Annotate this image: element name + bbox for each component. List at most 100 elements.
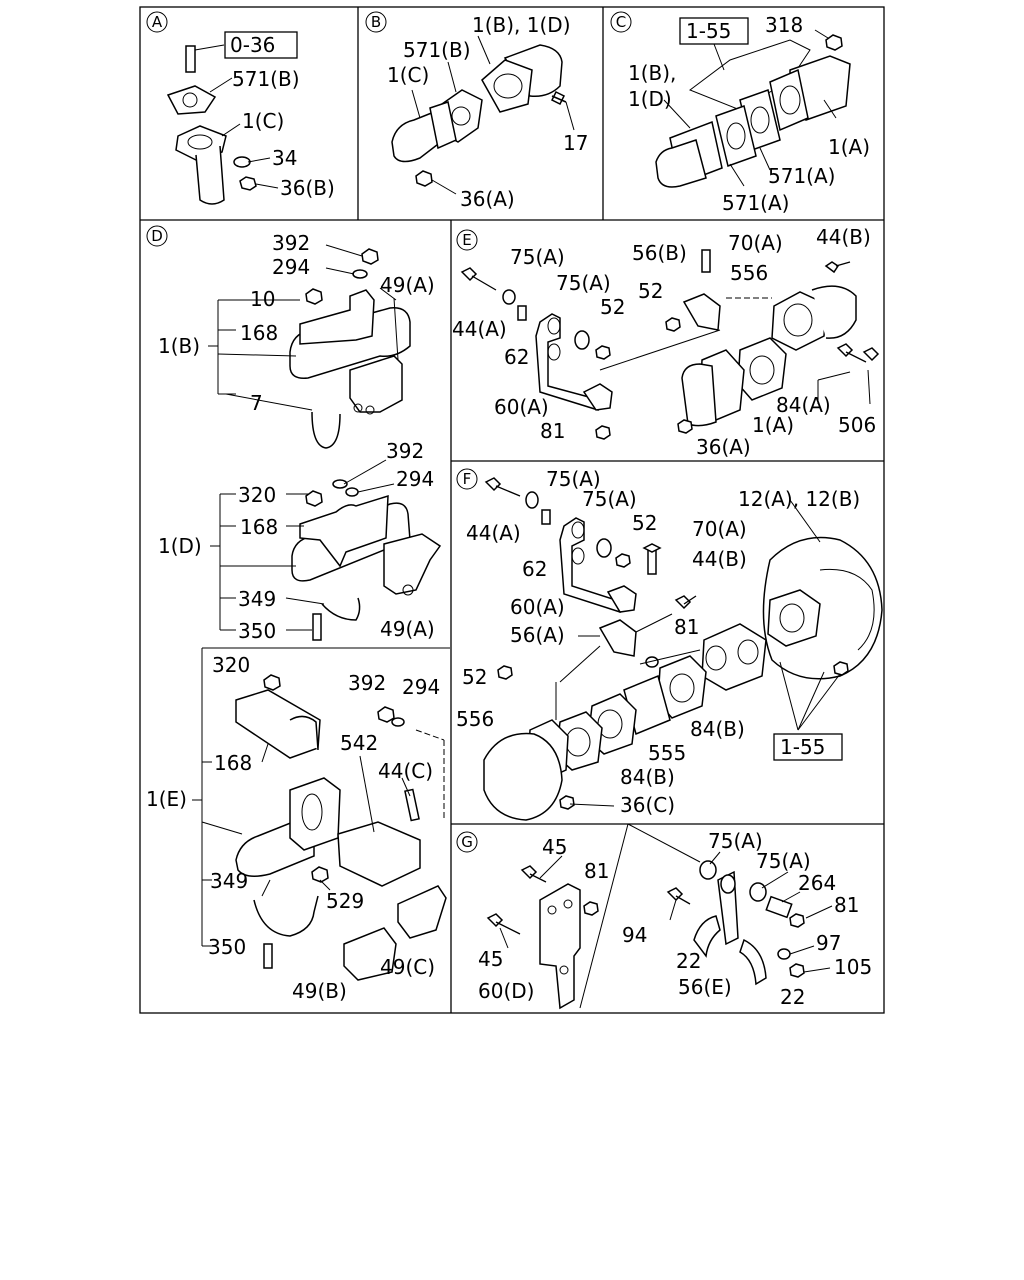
- diagram-line: [569, 803, 615, 807]
- label-571a-1: 571(A): [768, 164, 835, 188]
- diagram-line: [182, 92, 198, 108]
- diagram-line: [729, 163, 745, 187]
- diagram-line: [221, 123, 241, 137]
- diagram-line: [635, 613, 673, 633]
- diagram-line: [824, 261, 840, 274]
- label-44c: 44(C): [378, 759, 433, 783]
- diagram-line: [789, 963, 805, 978]
- section-d: D 392 294 10 49(A) 168 1(B) 7: [146, 225, 450, 1003]
- diagram-line: [595, 425, 611, 440]
- diagram-line: [357, 483, 395, 493]
- label-52-f1: 52: [632, 511, 657, 535]
- diagram-line: [547, 343, 561, 361]
- label-168-1: 168: [240, 321, 278, 345]
- label-1d-c: 1(D): [628, 87, 672, 111]
- label-62-f: 62: [522, 557, 547, 581]
- diagram-line: [456, 468, 478, 490]
- label-94: 94: [622, 923, 647, 947]
- label-22-2: 22: [780, 985, 805, 1009]
- label-34: 34: [272, 146, 297, 170]
- diagram-line: [737, 639, 759, 665]
- flange-556-e: [771, 291, 827, 351]
- ref-1-55-f: 1-55: [780, 735, 825, 759]
- diagram-line: [645, 656, 659, 668]
- diagram-line: [194, 44, 225, 51]
- diagram-line: [539, 855, 563, 879]
- diagram-line: [415, 170, 433, 187]
- label-320-2: 320: [212, 653, 250, 677]
- diagram-line: [781, 891, 801, 903]
- diagram-line: [749, 355, 775, 385]
- label-556-e: 556: [730, 261, 768, 285]
- bracket-60d: [539, 883, 581, 1010]
- frame: [139, 6, 885, 1014]
- label-52-f2: 52: [462, 665, 487, 689]
- diagram-line: [750, 106, 770, 134]
- diagram-line: [261, 879, 271, 897]
- diagram-line: [217, 353, 297, 357]
- diagram-line: [825, 34, 843, 51]
- label-75a-g1: 75(A): [708, 829, 763, 853]
- diagram-line: [325, 267, 355, 275]
- diagram-line: [779, 85, 801, 115]
- diagram-line: [429, 101, 457, 150]
- diagram-line: [477, 35, 491, 65]
- diagram-line: [777, 948, 791, 960]
- label-168-3: 168: [214, 751, 252, 775]
- diagram-line: [187, 134, 213, 150]
- clamp-349-low: [253, 895, 319, 937]
- label-60d: 60(D): [478, 979, 534, 1003]
- label-49a-1: 49(A): [380, 273, 435, 297]
- diagram-line: [499, 927, 509, 949]
- diagram-line: [769, 68, 809, 132]
- diagram-line: [599, 329, 721, 371]
- label-36c: 36(C): [620, 793, 675, 817]
- diagram-line: [456, 831, 478, 853]
- label-1b-1d: 1(B), 1(D): [472, 13, 571, 37]
- diagram-line: [709, 851, 721, 865]
- label-49c: 49(C): [380, 955, 435, 979]
- section-g-letter: G: [461, 833, 473, 851]
- diagram-line: [361, 248, 379, 265]
- label-294-2: 294: [396, 467, 434, 491]
- label-84b-1: 84(B): [690, 717, 745, 741]
- diagram-line: [146, 225, 168, 247]
- label-168-2: 168: [240, 515, 278, 539]
- label-7: 7: [250, 391, 263, 415]
- diagram-line: [701, 623, 767, 691]
- diagram-line: [595, 345, 611, 360]
- label-81-f: 81: [674, 615, 699, 639]
- diagram-line: [225, 393, 313, 411]
- bracket-60a-e: [535, 313, 601, 411]
- diagram-line: [669, 673, 695, 703]
- diagram-line: [365, 11, 387, 33]
- diagram-line: [255, 183, 279, 189]
- section-a-letter: A: [152, 13, 163, 31]
- diagram-line: [209, 77, 233, 93]
- diagram-line: [713, 43, 725, 71]
- diagram-line: [862, 347, 880, 362]
- diagram-line: [574, 330, 590, 350]
- diagram-line: [610, 11, 632, 33]
- diagram-line: [365, 405, 375, 415]
- diagram-line: [699, 860, 717, 880]
- diagram-line: [460, 267, 478, 282]
- label-555: 555: [648, 741, 686, 765]
- diagram-line: [571, 521, 585, 539]
- label-264: 264: [798, 871, 836, 895]
- diagram-line: [139, 6, 885, 1014]
- diagram-line: [615, 553, 631, 568]
- diagram-line: [559, 795, 575, 810]
- bracket-56b: [682, 293, 721, 331]
- label-349-1: 349: [238, 587, 276, 611]
- diagram-line: [675, 895, 691, 905]
- diagram-line: [835, 261, 851, 267]
- label-1a-e: 1(A): [752, 413, 794, 437]
- diagram-line: [665, 317, 681, 332]
- label-10: 10: [250, 287, 275, 311]
- label-350-1: 350: [238, 619, 276, 643]
- section-b-letter: B: [371, 13, 381, 31]
- section-c-letter: C: [616, 13, 626, 31]
- u-bolt-7: [311, 411, 341, 449]
- label-75a-e2: 75(A): [556, 271, 611, 295]
